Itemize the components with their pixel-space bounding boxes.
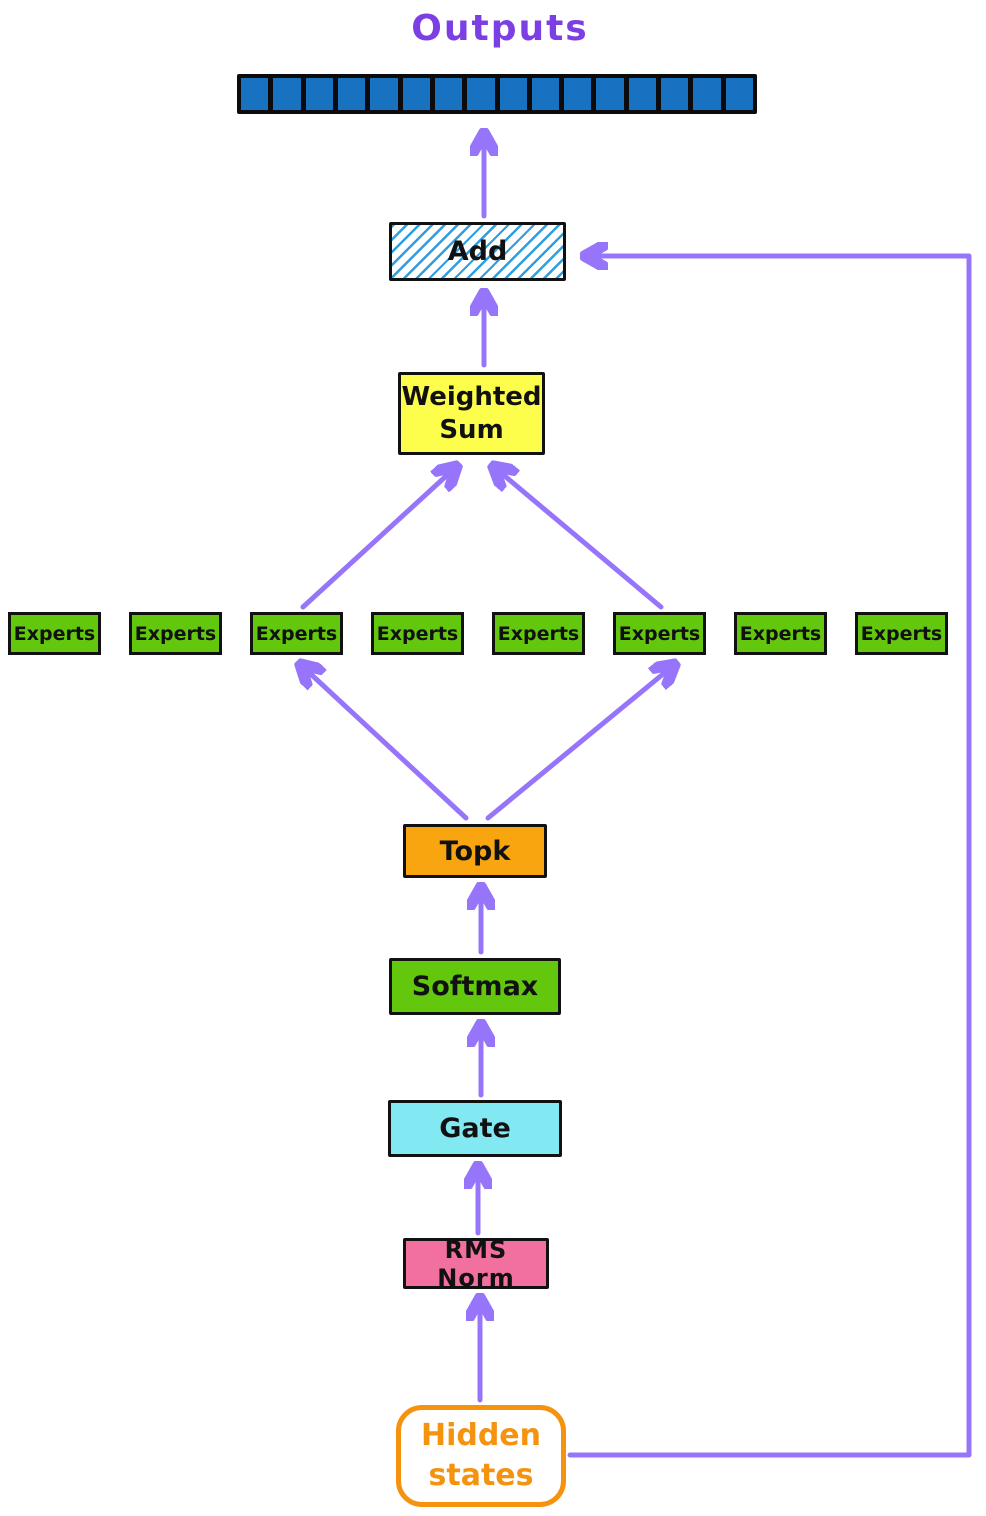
token-cell xyxy=(531,78,560,110)
expert-box-3: Experts xyxy=(250,612,343,655)
token-cell xyxy=(499,78,527,110)
token-cell xyxy=(661,78,689,110)
weighted-sum-box: Weighted Sum xyxy=(398,372,545,455)
expert-box-1: Experts xyxy=(8,612,101,655)
expert-box-4: Experts xyxy=(371,612,464,655)
token-cell xyxy=(467,78,495,110)
experts-row: Experts Experts Experts Experts Experts Exper… xyxy=(8,612,948,655)
add-label: Add xyxy=(447,236,508,267)
expert-label: Experts xyxy=(255,622,338,645)
expert-label: Experts xyxy=(134,622,217,645)
rms-norm-box: RMS Norm xyxy=(403,1235,549,1292)
gate-box: Gate xyxy=(388,1100,562,1157)
hidden-states-box: Hidden states xyxy=(396,1405,566,1507)
expert-box-8: Experts xyxy=(855,612,948,655)
arrow-topk-to-expert6 xyxy=(485,665,674,821)
token-cell xyxy=(402,78,430,110)
expert-box-5: Experts xyxy=(492,612,585,655)
token-cell xyxy=(241,78,269,110)
arrow-residual-skip xyxy=(567,256,972,1458)
expert-label: Experts xyxy=(860,622,943,645)
output-token-strip xyxy=(237,74,757,114)
token-cell xyxy=(596,78,624,110)
token-cell xyxy=(725,78,753,110)
arrow-expert3-to-weighted-sum xyxy=(300,467,456,610)
expert-box-6: Experts xyxy=(613,612,706,655)
hidden-states-label-line2: states xyxy=(428,1458,534,1493)
expert-label: Experts xyxy=(739,622,822,645)
token-cell xyxy=(273,78,301,110)
softmax-box: Softmax xyxy=(389,958,561,1015)
arrow-expert6-to-weighted-sum xyxy=(494,467,664,610)
token-cell xyxy=(693,78,721,110)
add-box: Add xyxy=(389,222,566,281)
token-cell xyxy=(628,78,657,110)
expert-box-2: Experts xyxy=(129,612,222,655)
expert-label: Experts xyxy=(13,622,96,645)
token-cell xyxy=(370,78,398,110)
token-cell xyxy=(337,78,366,110)
token-cell xyxy=(305,78,333,110)
softmax-label: Softmax xyxy=(411,971,539,1002)
token-cell xyxy=(434,78,463,110)
expert-box-7: Experts xyxy=(734,612,827,655)
arrow-topk-to-expert3 xyxy=(301,665,469,821)
topk-label: Topk xyxy=(439,835,511,867)
hidden-states-label-line1: Hidden xyxy=(420,1417,542,1453)
gate-label: Gate xyxy=(439,1113,511,1144)
rms-norm-label: RMS Norm xyxy=(437,1235,515,1292)
weighted-sum-label-line2: Sum xyxy=(439,414,504,445)
expert-label: Experts xyxy=(497,622,580,645)
topk-box: Topk xyxy=(403,824,547,878)
weighted-sum-label-line1: Weighted xyxy=(401,382,542,412)
expert-label: Experts xyxy=(376,622,459,645)
token-cell xyxy=(564,78,592,110)
outputs-label: Outputs xyxy=(411,8,589,49)
expert-label: Experts xyxy=(618,622,701,645)
